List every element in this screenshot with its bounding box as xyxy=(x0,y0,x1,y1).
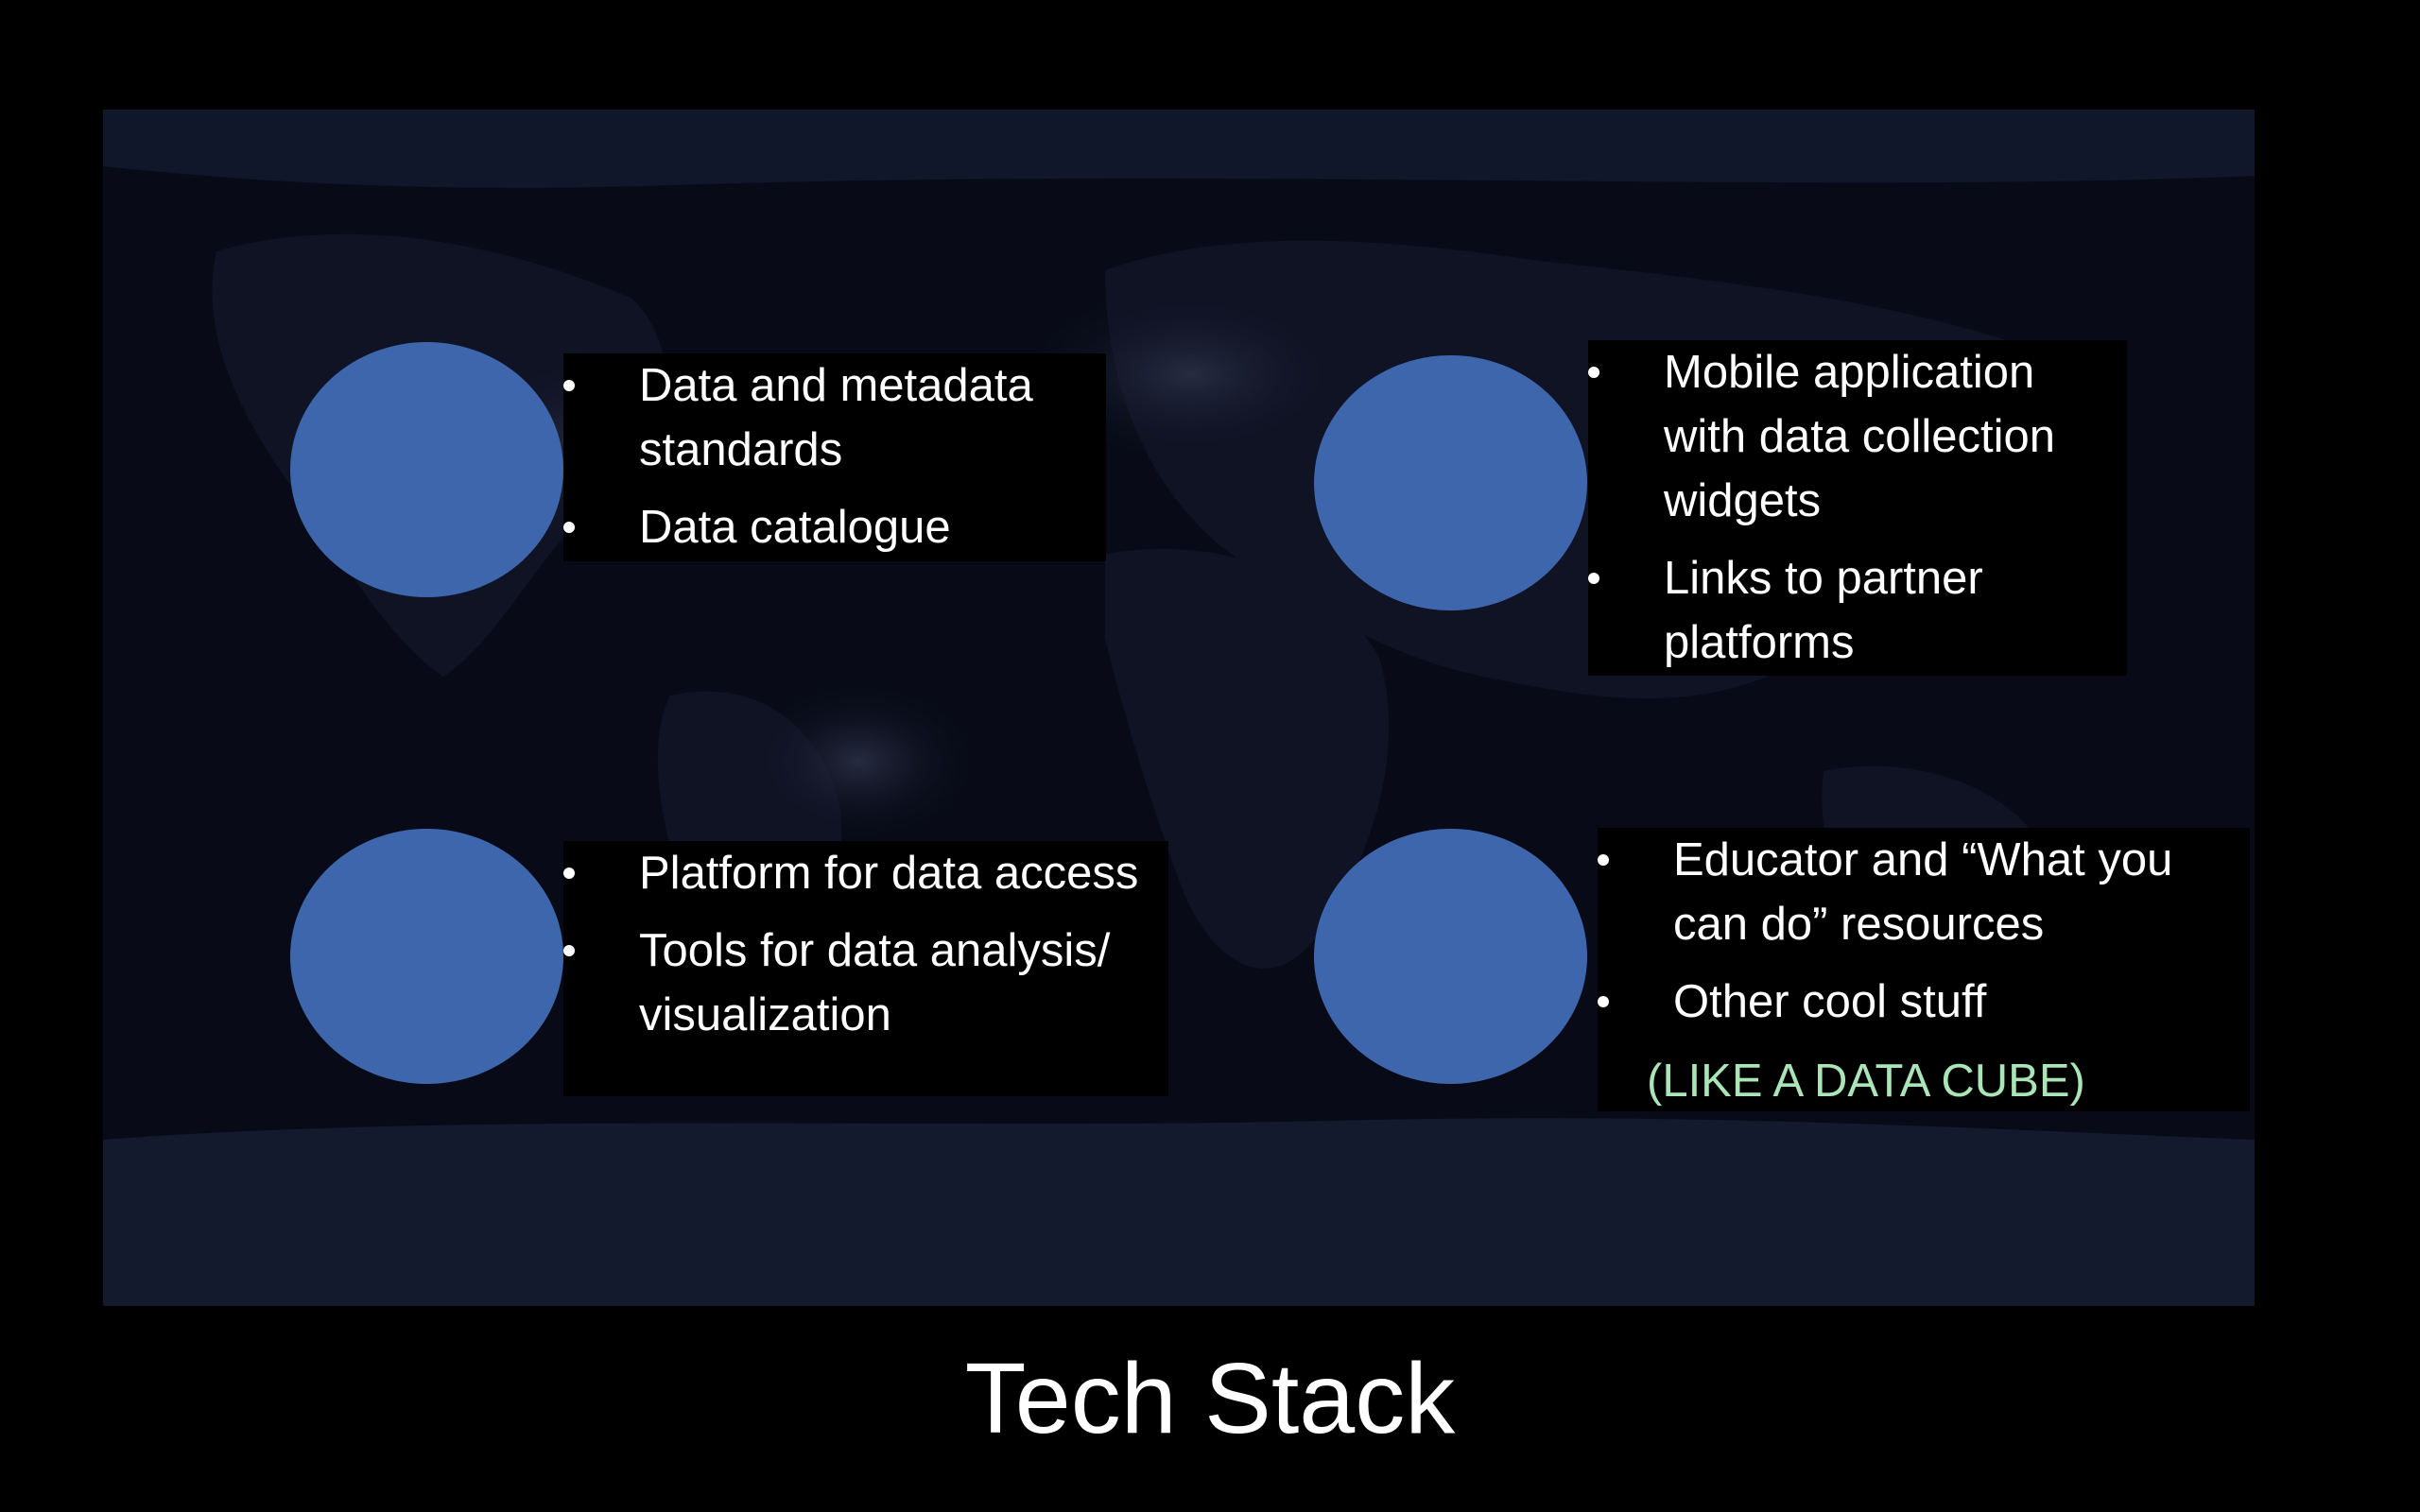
quadrant-2-circle xyxy=(1314,355,1587,610)
list-item: Other cool stuff xyxy=(1598,970,2250,1034)
quadrant-1-circle xyxy=(290,342,563,597)
quadrant-4-list: Educator and “What you can do” resources… xyxy=(1598,828,2250,1034)
list-item: Data catalogue xyxy=(563,495,1106,559)
quadrant-1-text: Data and metadata standards Data catalog… xyxy=(563,353,1106,561)
quadrant-1-list: Data and metadata standards Data catalog… xyxy=(563,353,1106,559)
quadrant-3-text: Platform for data access Tools for data … xyxy=(563,841,1168,1096)
list-item: Links to partner platforms xyxy=(1588,546,2127,675)
quadrant-3-circle xyxy=(290,829,563,1084)
list-item: Tools for data analysis/ visualization xyxy=(563,919,1168,1047)
slide-title: Tech Stack xyxy=(964,1343,1456,1454)
quadrant-2-list: Mobile application with data collection … xyxy=(1588,340,2127,675)
list-item: Educator and “What you can do” resources xyxy=(1598,828,2250,956)
quadrant-4-circle xyxy=(1314,829,1587,1084)
list-item: Data and metadata standards xyxy=(563,353,1106,482)
world-night-map xyxy=(103,110,2255,1306)
quadrant-4-text: Educator and “What you can do” resources… xyxy=(1598,828,2250,1111)
list-item: Mobile application with data collection … xyxy=(1588,340,2127,533)
world-map-icon xyxy=(103,110,2255,1306)
quadrant-2-text: Mobile application with data collection … xyxy=(1588,340,2127,676)
quadrant-3-list: Platform for data access Tools for data … xyxy=(563,841,1168,1047)
data-cube-note: (LIKE A DATA CUBE) xyxy=(1647,1056,2085,1107)
list-item: Platform for data access xyxy=(563,841,1168,905)
